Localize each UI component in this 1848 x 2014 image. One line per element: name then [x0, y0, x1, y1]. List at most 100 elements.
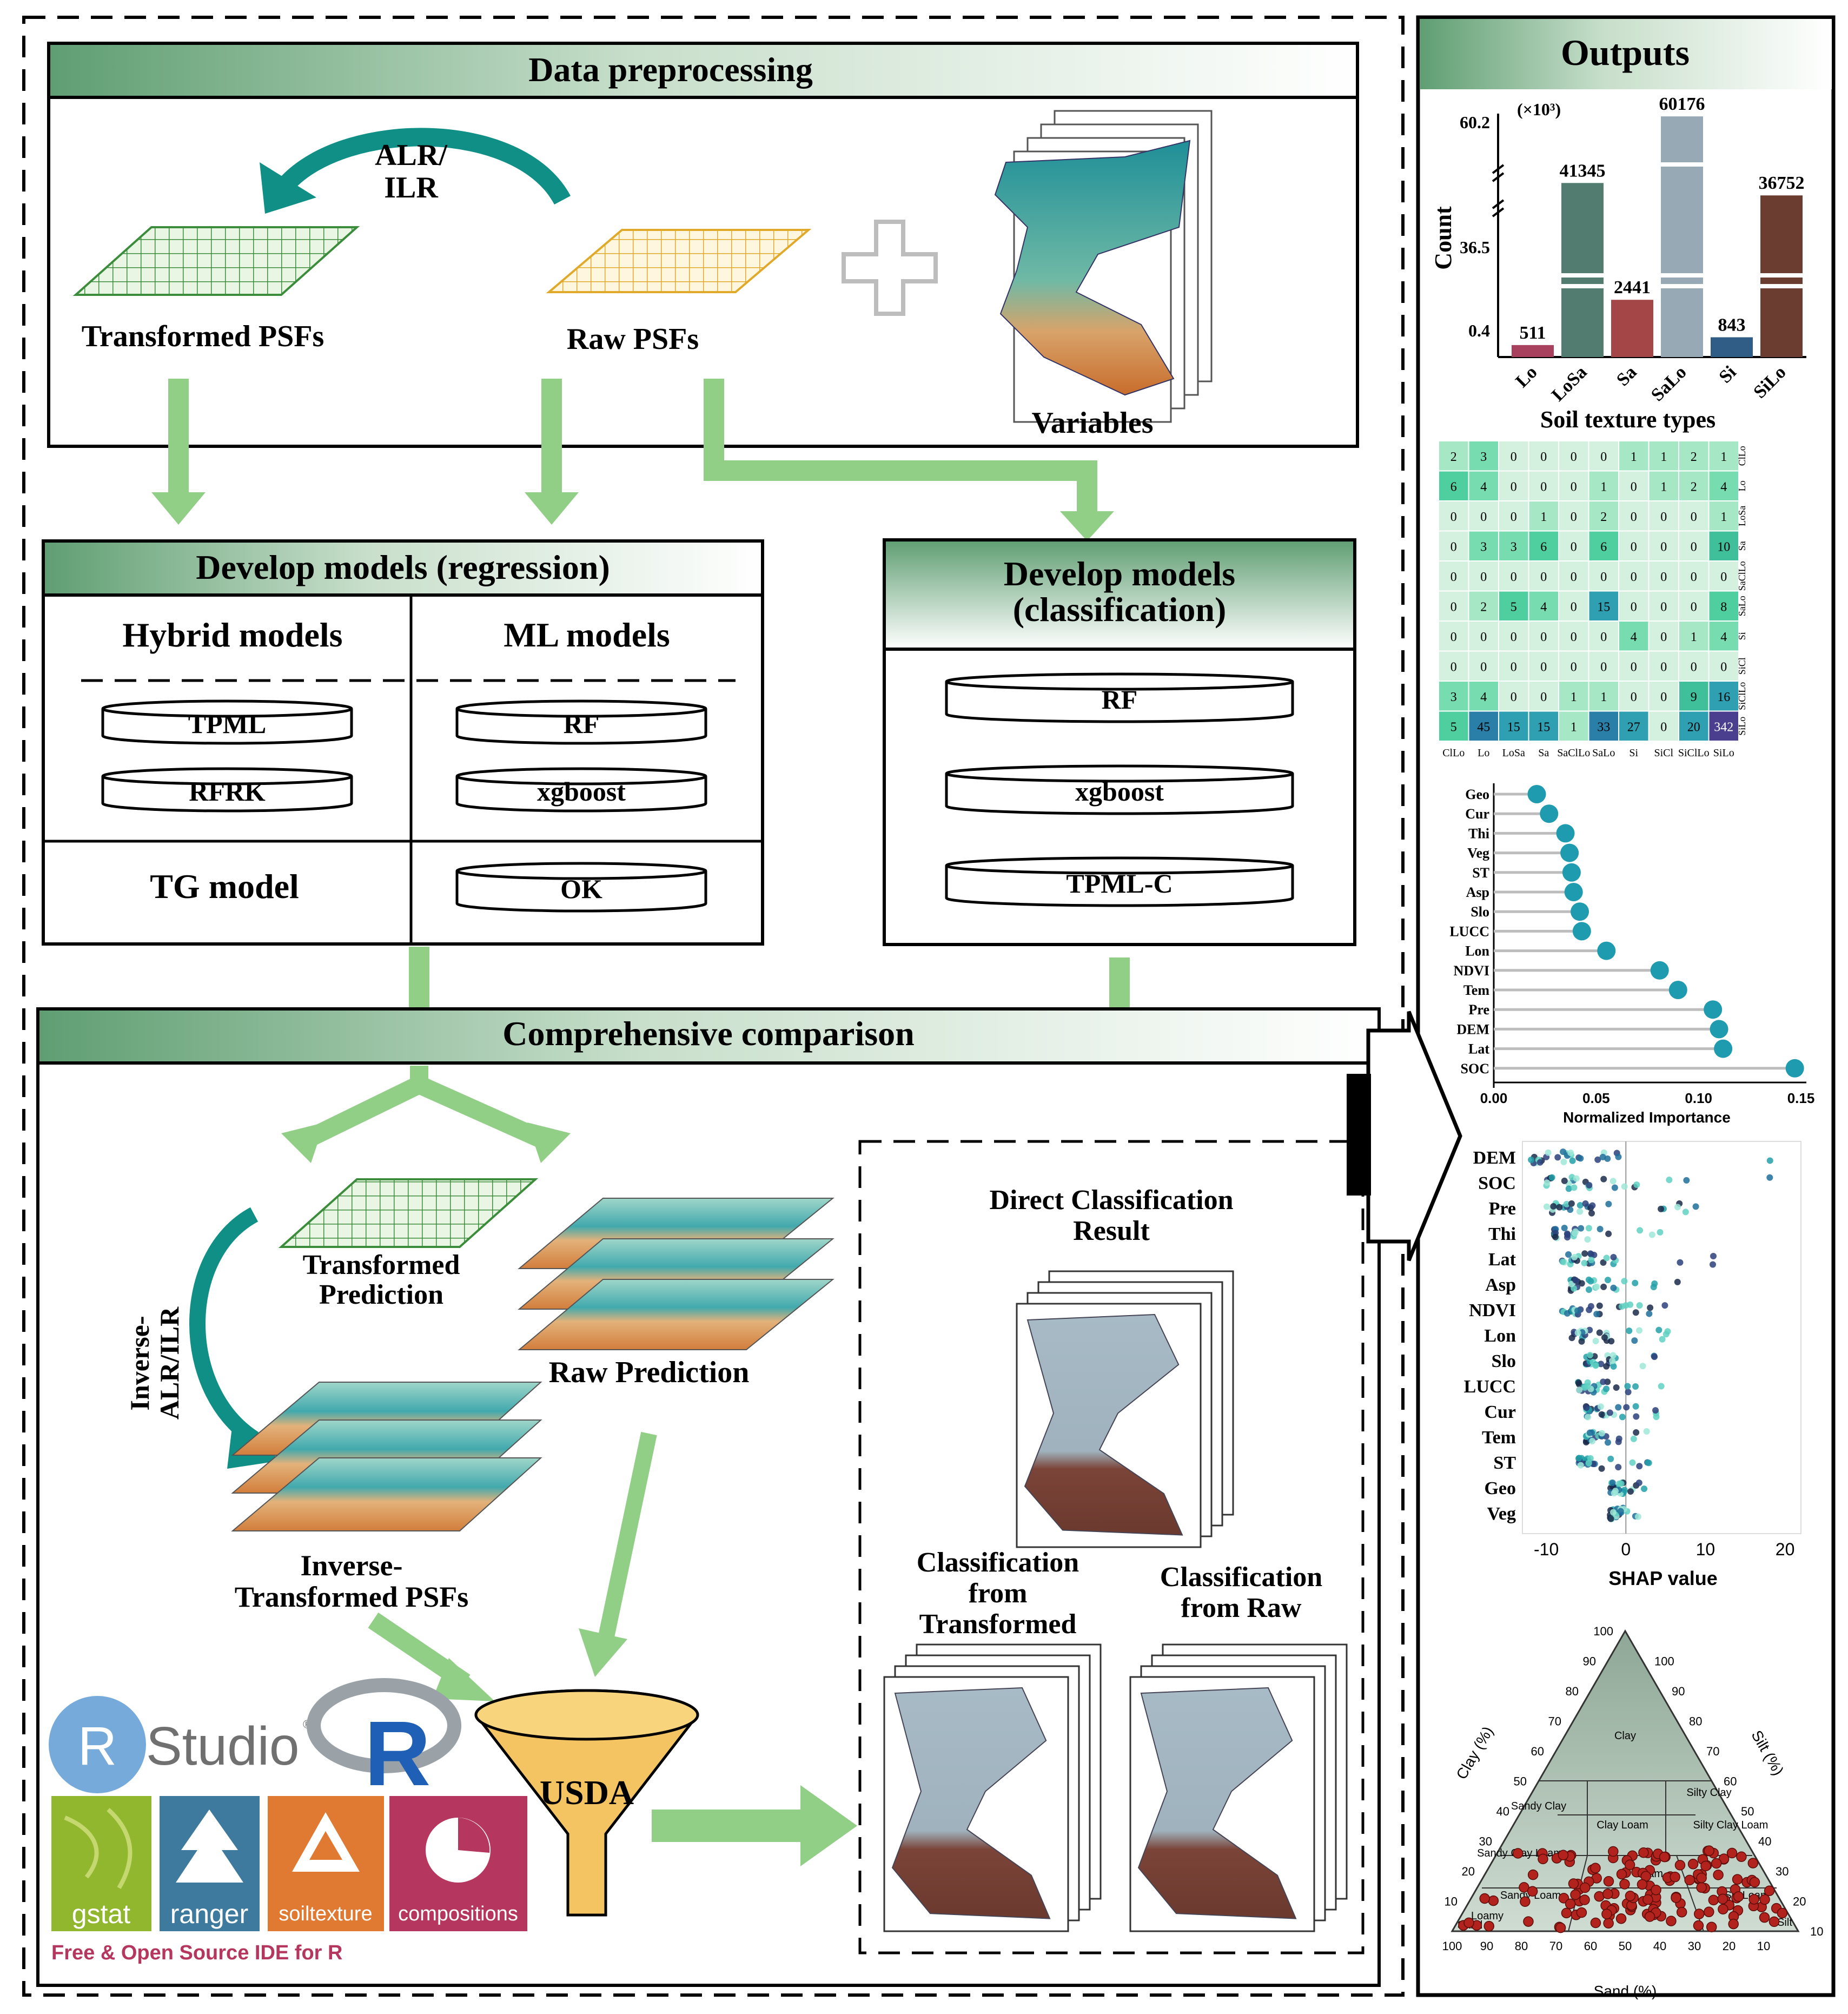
direct-classification-label-1: Direct Classification	[989, 1185, 1233, 1216]
sample-point	[1644, 1911, 1655, 1922]
confusion-value: 1	[1571, 690, 1577, 704]
confusion-cell	[1438, 440, 1469, 472]
confusion-value: 5	[1450, 720, 1457, 734]
shap-point	[1677, 1259, 1684, 1266]
sample-point	[1615, 1913, 1627, 1924]
shap-point	[1616, 1480, 1623, 1487]
inverse-label-1: Inverse-	[124, 1316, 155, 1411]
confusion-cell	[1648, 500, 1679, 532]
raw-psfs-label: Raw PSFs	[567, 322, 699, 356]
confusion-value: 0	[1691, 570, 1697, 584]
shap-point	[1633, 1181, 1640, 1188]
shap-point	[1609, 1352, 1617, 1359]
sample-point	[1616, 1868, 1627, 1880]
shap-point	[1651, 1280, 1658, 1287]
confusion-value: 0	[1631, 690, 1637, 704]
usda-funnel	[474, 1689, 699, 1917]
shap-point	[1588, 1210, 1595, 1217]
sample-point	[1568, 1878, 1579, 1889]
confusion-value: 0	[1631, 480, 1637, 494]
sand-tick: 30	[1688, 1939, 1701, 1953]
shap-point	[1554, 1154, 1561, 1161]
confusion-value: 0	[1631, 660, 1637, 674]
confusion-value: 0	[1480, 630, 1487, 644]
importance-label: Veg	[1467, 846, 1489, 861]
shap-point	[1608, 1338, 1615, 1345]
rstudio-text: Studio	[146, 1716, 300, 1777]
shap-xtick: 0	[1621, 1540, 1631, 1559]
confusion-value: 0	[1450, 570, 1457, 584]
shap-point	[1627, 1488, 1634, 1495]
confusion-cell	[1558, 590, 1589, 622]
sand-tick: 40	[1653, 1939, 1666, 1953]
shap-point	[1658, 1205, 1665, 1212]
shap-point	[1710, 1253, 1717, 1260]
sample-point	[1700, 1860, 1711, 1872]
shap-point	[1606, 1409, 1613, 1416]
regression-title: Develop models (regression)	[196, 548, 610, 586]
ml-model-rf: RF	[455, 699, 707, 745]
confusion-value: 0	[1511, 630, 1517, 644]
sample-point	[1728, 1918, 1739, 1930]
confusion-cell	[1468, 620, 1499, 652]
preprocessing-arrows	[151, 379, 1114, 541]
outputs-header	[1420, 19, 1832, 89]
shap-point	[1584, 1414, 1591, 1421]
importance-dot	[1571, 902, 1589, 921]
sample-point	[1748, 1894, 1760, 1905]
bar-ytick-2: 36.5	[1460, 237, 1490, 257]
confusion-value: 4	[1720, 480, 1727, 494]
importance-xtick: 0.15	[1787, 1090, 1815, 1106]
confusion-cell	[1558, 650, 1589, 682]
shap-point	[1574, 1307, 1581, 1314]
confusion-value: 9	[1691, 690, 1697, 704]
shap-point	[1639, 1363, 1646, 1370]
shap-point	[1692, 1203, 1699, 1210]
shap-point	[1632, 1279, 1639, 1286]
sample-point	[1463, 1917, 1474, 1929]
shap-point	[1610, 1363, 1617, 1370]
confusion-row-label: SaLo	[1737, 596, 1747, 616]
confusion-row-label: ClLo	[1737, 446, 1747, 466]
shap-point	[1630, 1435, 1637, 1442]
confusion-cell	[1528, 681, 1559, 712]
shap-point	[1588, 1257, 1595, 1264]
importance-dot	[1562, 863, 1581, 882]
confusion-value: 2	[1691, 450, 1697, 464]
confusion-value: 15	[1507, 720, 1520, 734]
confusion-value: 4	[1720, 630, 1727, 644]
confusion-col-label: Si	[1629, 747, 1638, 759]
bar-category-label: Si	[1715, 362, 1740, 387]
shap-point	[1600, 1259, 1607, 1266]
confusion-cell	[1618, 440, 1650, 472]
shap-point	[1585, 1286, 1592, 1293]
silt-tick: 10	[1810, 1925, 1823, 1938]
bar-value-label: 36752	[1759, 173, 1805, 193]
shap-point	[1577, 1208, 1584, 1215]
classification-from-transformed-stack	[883, 1643, 1102, 1932]
shap-point	[1637, 1227, 1644, 1234]
sample-point	[1671, 1892, 1681, 1903]
sample-point	[1590, 1917, 1601, 1929]
shap-point	[1584, 1236, 1591, 1243]
shap-point	[1631, 1337, 1638, 1344]
bar-value-label: 41345	[1560, 161, 1606, 181]
confusion-col-label: ClLo	[1442, 747, 1465, 759]
confusion-col-label: SiCl	[1654, 747, 1673, 759]
shap-point	[1626, 1327, 1633, 1334]
confusion-col-label: Lo	[1478, 747, 1489, 759]
confusion-value: 0	[1450, 630, 1457, 644]
shap-point	[1666, 1177, 1673, 1184]
shap-point	[1600, 1176, 1607, 1183]
confusion-value: 0	[1720, 570, 1727, 584]
confusion-value: 0	[1691, 540, 1697, 554]
confusion-value: 15	[1537, 720, 1550, 734]
shap-feature-label: Asp	[1485, 1275, 1516, 1295]
classification-model-xgboost-label: xgboost	[1075, 776, 1164, 807]
hybrid-model-tpml: TPML	[101, 699, 353, 745]
shap-point	[1578, 1338, 1585, 1345]
shap-point	[1567, 1149, 1574, 1156]
sample-point	[1777, 1907, 1788, 1919]
